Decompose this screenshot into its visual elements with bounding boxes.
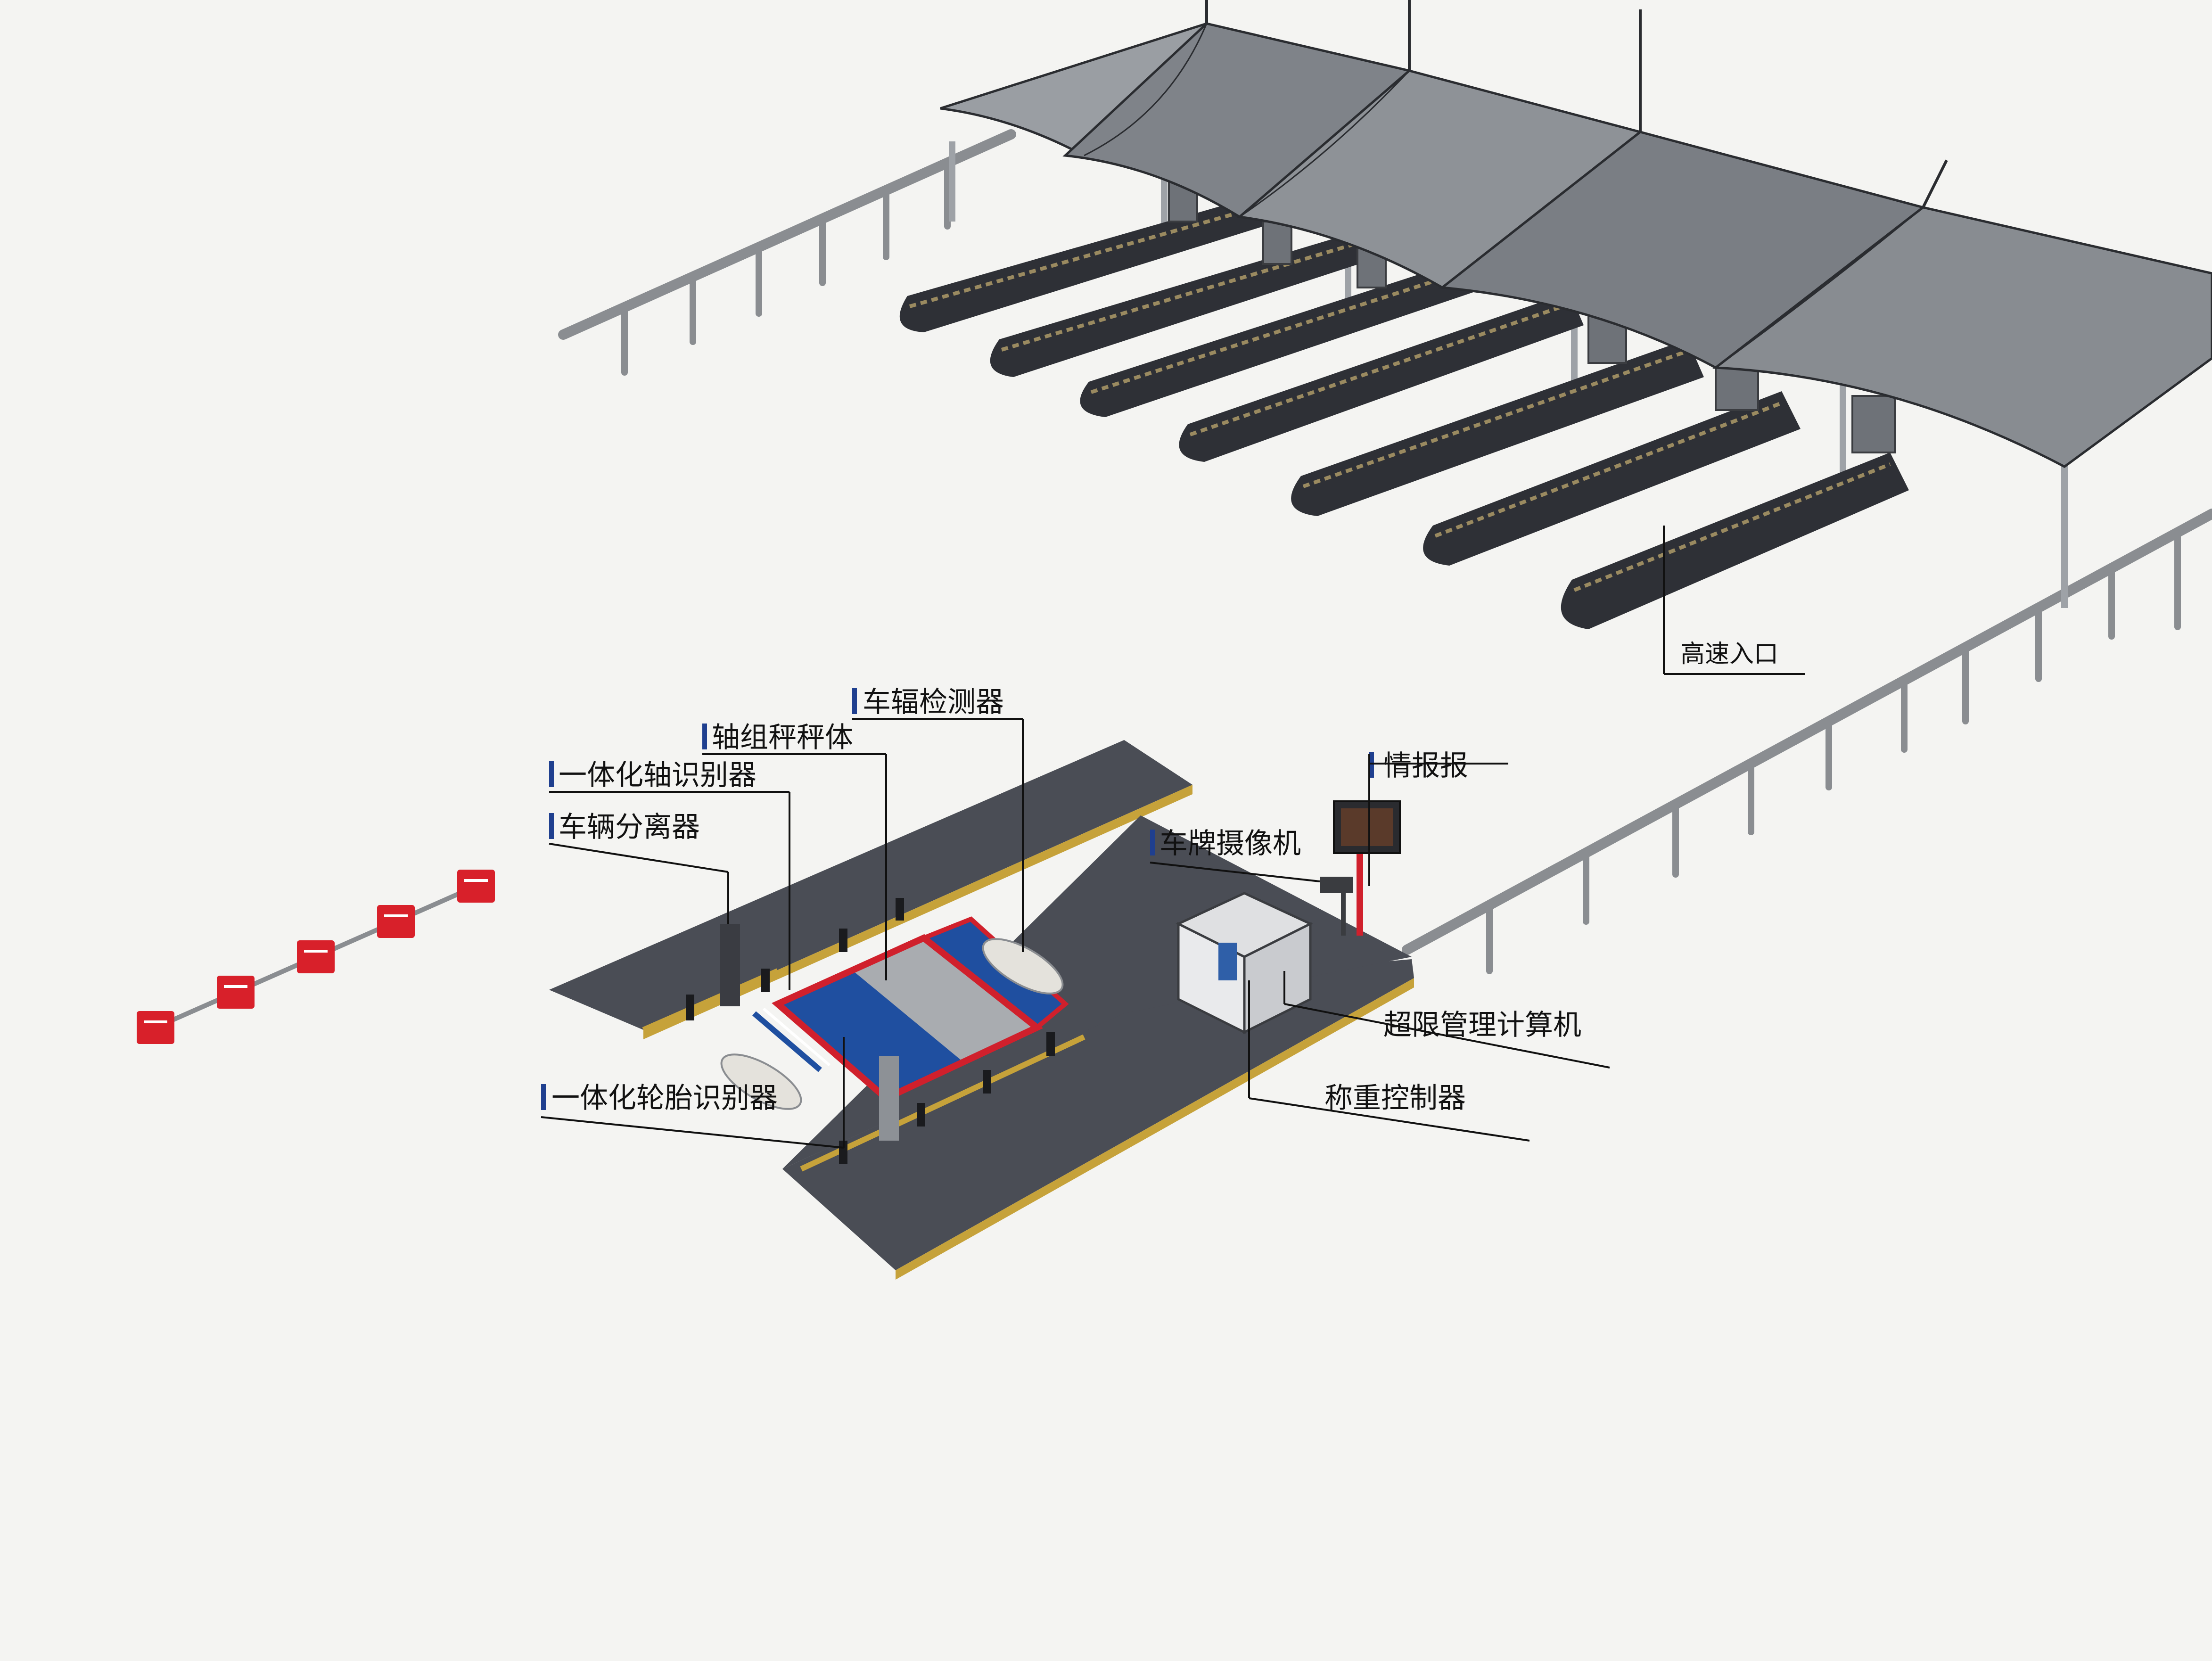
label-axle-group-scale: 轴组秤秤体 [712, 721, 853, 754]
label-highway-entrance: 高速入口 [1680, 640, 1778, 668]
barrier-block [377, 905, 415, 938]
label-weighing-controller: 称重控制器 [1324, 1082, 1466, 1115]
toll-lane [899, 189, 1294, 332]
toll-lanes [899, 189, 1909, 629]
label-integrated-axle-identifier: 一体化轴识别器 [559, 759, 757, 792]
barrier-block [297, 940, 335, 973]
guardrail-left [558, 129, 1016, 376]
label-overlimit-computer: 超限管理计算机 [1383, 1009, 1581, 1042]
label-wheel-axle-detector: 车辐检测器 [863, 686, 1004, 719]
barrier-block [457, 870, 495, 903]
wheel-detector-pad [720, 1053, 802, 1110]
toll-lane [1179, 292, 1584, 462]
label-vehicle-separator: 车辆分离器 [559, 811, 700, 844]
toll-lane [1423, 391, 1801, 566]
vehicle-separator-tower [879, 1056, 899, 1141]
weighing-station [549, 740, 1414, 1280]
tensile-canopy [940, 0, 2212, 468]
road-slab [549, 740, 1192, 1030]
barrier-block [217, 976, 255, 1009]
toll-plaza [558, 0, 2212, 974]
toll-lane [1291, 339, 1704, 516]
toll-lane [1080, 255, 1494, 417]
info-board [1333, 800, 1401, 936]
traffic-barrier [137, 870, 495, 1044]
toll-lane [990, 222, 1402, 377]
toll-lane [1561, 452, 1909, 629]
label-plate-camera: 车牌摄像机 [1159, 827, 1301, 860]
label-integrated-tire-identifier: 一体化轮胎识别器 [551, 1082, 778, 1115]
annotations: 高速入口 车辐检测器 轴组秤秤体 一体化轴识别器 车辆分离器 情报报 车牌摄像机… [541, 526, 1805, 1149]
road-slab-lower [782, 959, 1414, 1270]
plate-camera [1320, 877, 1353, 936]
label-info-board: 情报报 [1383, 749, 1468, 782]
guardrail-right [1402, 509, 2212, 974]
wheel-detector-pad [982, 938, 1064, 995]
barrier-block [137, 1011, 174, 1044]
vehicle-separator-tower [720, 924, 740, 1006]
axle-scale-platform [752, 916, 1069, 1102]
